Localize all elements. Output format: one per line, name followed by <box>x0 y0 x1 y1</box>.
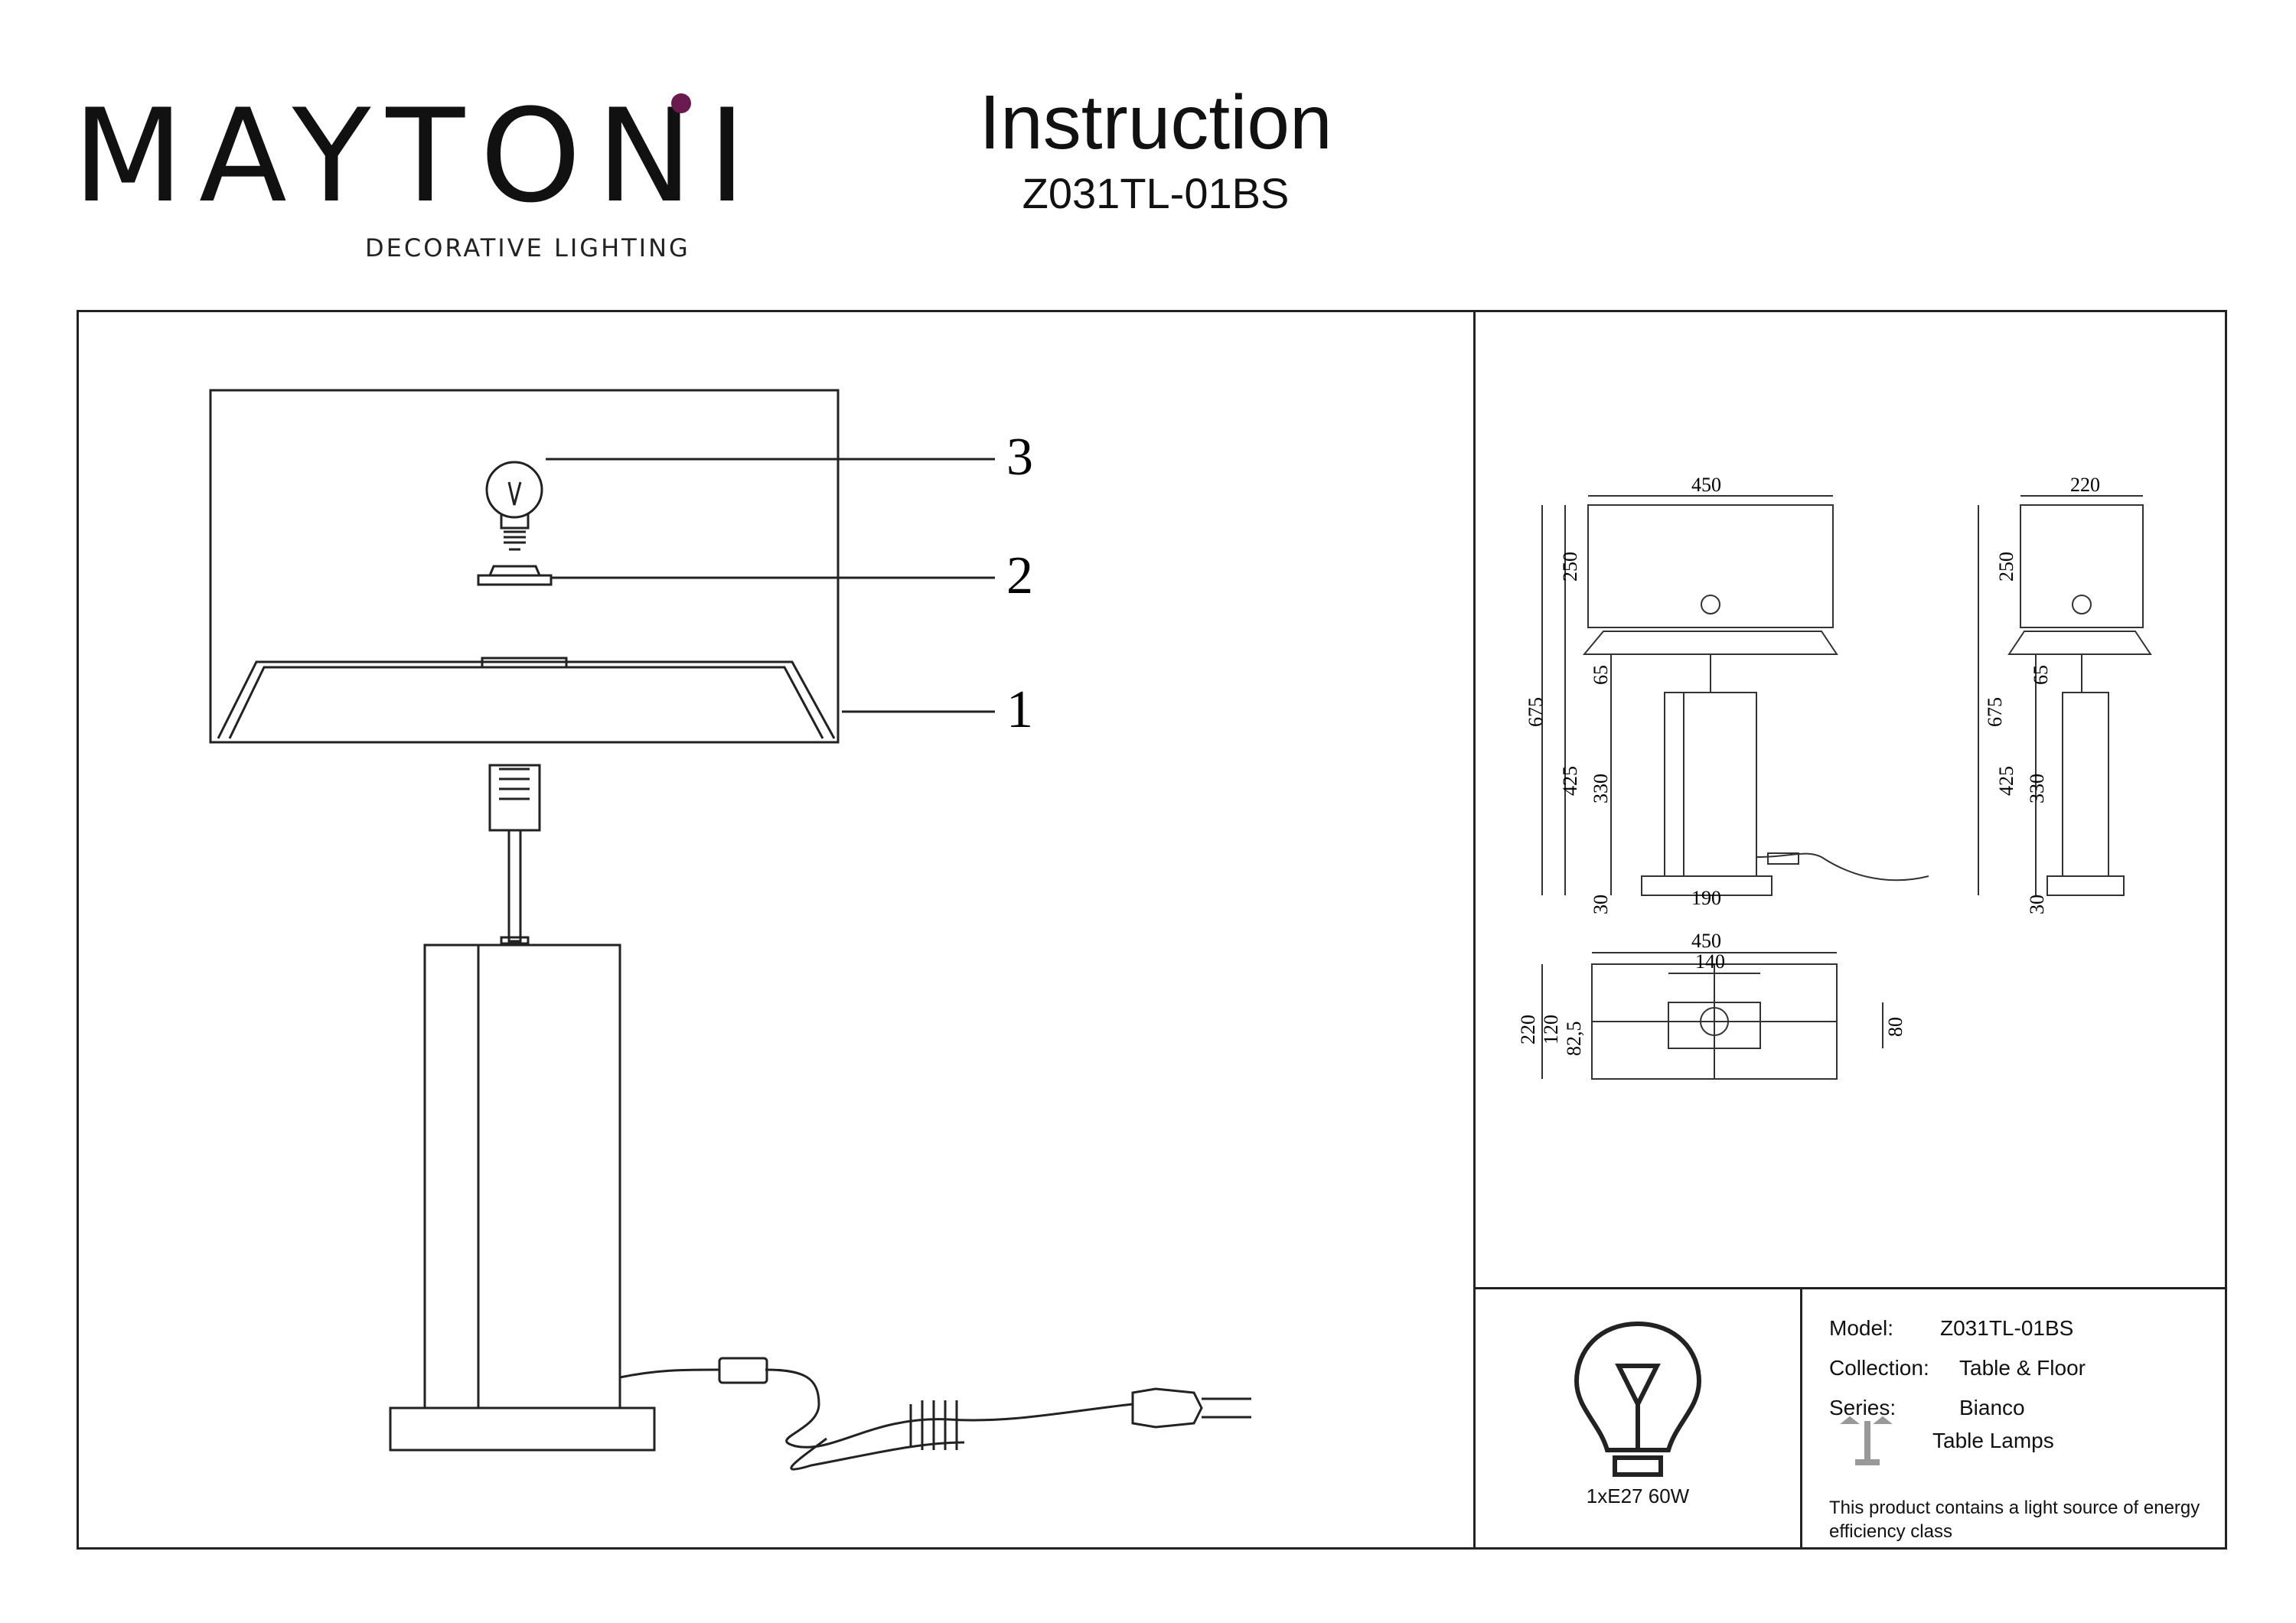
power-cord <box>619 1368 1133 1449</box>
socket-ring <box>477 574 553 586</box>
bulb-icon <box>1574 1321 1702 1477</box>
lamp-plinth <box>389 1406 656 1452</box>
brand-tagline: DECORATIVE LIGHTING <box>365 233 690 262</box>
dim-front-shade-h: 250 <box>1559 552 1581 582</box>
document-title: Instruction <box>979 80 1332 165</box>
dim-front-plinth-h: 30 <box>1590 895 1612 914</box>
document-model: Z031TL-01BS <box>1022 169 1290 217</box>
dim-front-neck-h: 65 <box>1590 665 1612 685</box>
shade-frame <box>209 389 840 744</box>
dim-top-base-w: 140 <box>1695 950 1725 973</box>
dim-front-plinth-w: 190 <box>1691 887 1721 909</box>
callout-2: 2 <box>1006 546 1033 605</box>
shade-lower <box>217 660 836 739</box>
series-value: Bianco <box>1959 1396 2025 1419</box>
dim-top-inner-d: 120 <box>1540 1015 1562 1045</box>
dim-front-total-h: 675 <box>1525 697 1547 727</box>
dim-side-base-total: 425 <box>1995 766 2017 796</box>
dim-side-width: 220 <box>2070 474 2100 496</box>
frame-divider-vertical <box>1473 310 1476 1550</box>
brand-name: MAYTONI <box>73 81 762 231</box>
dim-side-plinth-h: 30 <box>2026 895 2048 914</box>
callout-3: 3 <box>1006 428 1033 487</box>
power-plug <box>1131 1387 1203 1429</box>
brand-dot <box>671 93 691 113</box>
dim-top-offset: 82,5 <box>1563 1022 1585 1057</box>
bulb-drawing <box>485 461 543 551</box>
table-lamp-icon <box>1840 1416 1893 1465</box>
lamp-base <box>423 943 621 1410</box>
dim-top-width: 450 <box>1691 930 1721 952</box>
series-label: Series: <box>1829 1396 1896 1419</box>
collection-label: Collection: <box>1829 1356 1929 1380</box>
dim-side-total-h: 675 <box>1984 697 2006 727</box>
model-value: Z031TL-01BS <box>1940 1316 2074 1340</box>
exploded-lamp-drawing: 3 2 1 <box>209 389 1251 1471</box>
category-value: Table Lamps <box>1932 1429 2054 1452</box>
frame-divider-spec <box>1800 1287 1802 1550</box>
cord-switch <box>718 1357 768 1384</box>
dim-side-shade-h: 250 <box>1995 552 2017 582</box>
dim-top-base-d: 80 <box>1884 1017 1906 1037</box>
bulb-spec: 1xE27 60W <box>1586 1484 1690 1507</box>
brand-logo: MAYTONI DECORATIVE LIGHTING <box>73 92 746 268</box>
callout-1: 1 <box>1006 680 1033 739</box>
dim-front-base-total: 425 <box>1559 766 1581 796</box>
collection-value: Table & Floor <box>1959 1356 2086 1380</box>
dim-side-neck-h: 65 <box>2030 665 2052 685</box>
dimension-drawing: 450 250 675 65 425 330 30 190 220 250 67… <box>1517 474 2152 1080</box>
dim-front-body-h: 330 <box>1590 774 1612 803</box>
dim-front-width: 450 <box>1691 474 1721 496</box>
energy-note: This product contains a light source of … <box>1829 1498 2200 1542</box>
model-label: Model: <box>1829 1316 1894 1340</box>
dim-top-depth: 220 <box>1517 1015 1539 1045</box>
drawing-frame <box>77 310 2227 1550</box>
dim-side-body-h: 330 <box>2026 774 2048 803</box>
frame-divider-horizontal <box>1473 1287 2227 1289</box>
